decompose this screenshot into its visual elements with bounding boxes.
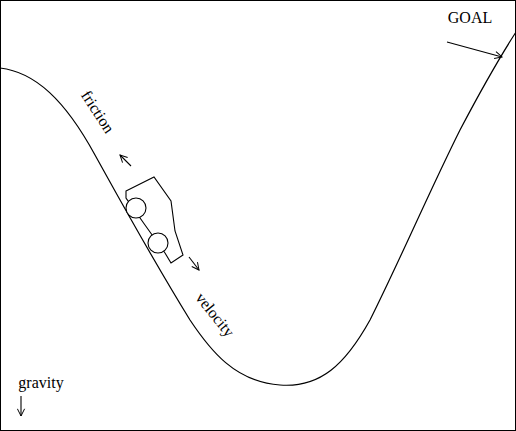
force-label: gravity bbox=[18, 375, 63, 391]
goal-label: GOAL bbox=[448, 10, 492, 26]
gravity-arrow bbox=[20, 396, 21, 416]
goal-arrow bbox=[447, 42, 502, 57]
force-label: friction bbox=[78, 88, 117, 136]
velocity-arrow bbox=[189, 257, 199, 270]
friction-arrow bbox=[120, 155, 131, 166]
car-symbol bbox=[126, 177, 183, 263]
valley-curve bbox=[0, 32, 516, 385]
